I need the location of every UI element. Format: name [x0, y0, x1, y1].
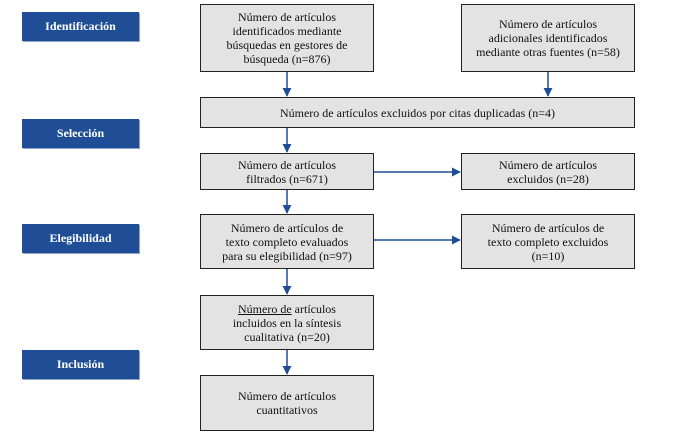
qualitative-prefix-text: Número de: [238, 301, 292, 316]
box-screened-excluded: Número de artículos excluidos (n=28): [461, 153, 635, 190]
qualitative-rest-text: artículos incluidos en la síntesis cuali…: [232, 301, 342, 344]
box-screened: Número de artículos filtrados (n=671): [200, 153, 374, 190]
box-quantitative: Número de artículos cuantitativos: [200, 375, 374, 431]
box-included-qualitative: Número de artículos incluidos en la sínt…: [200, 295, 374, 350]
stage-label-eligibility: Elegibilidad: [22, 224, 139, 253]
box-fulltext-assessed: Número de artículos de texto completo ev…: [200, 214, 374, 269]
box-duplicates-excluded: Número de artículos excluidos por citas …: [200, 97, 635, 128]
box-fulltext-excluded: Número de artículos de texto completo ex…: [461, 214, 635, 269]
stage-label-screening: Selección: [22, 119, 139, 148]
box-identified-other-sources: Número de artículos adicionales identifi…: [461, 4, 635, 72]
stage-label-identification: Identificación: [22, 12, 139, 41]
box-identified-databases: Número de artículos identificados median…: [200, 4, 374, 72]
stage-label-inclusion: Inclusión: [22, 350, 139, 379]
